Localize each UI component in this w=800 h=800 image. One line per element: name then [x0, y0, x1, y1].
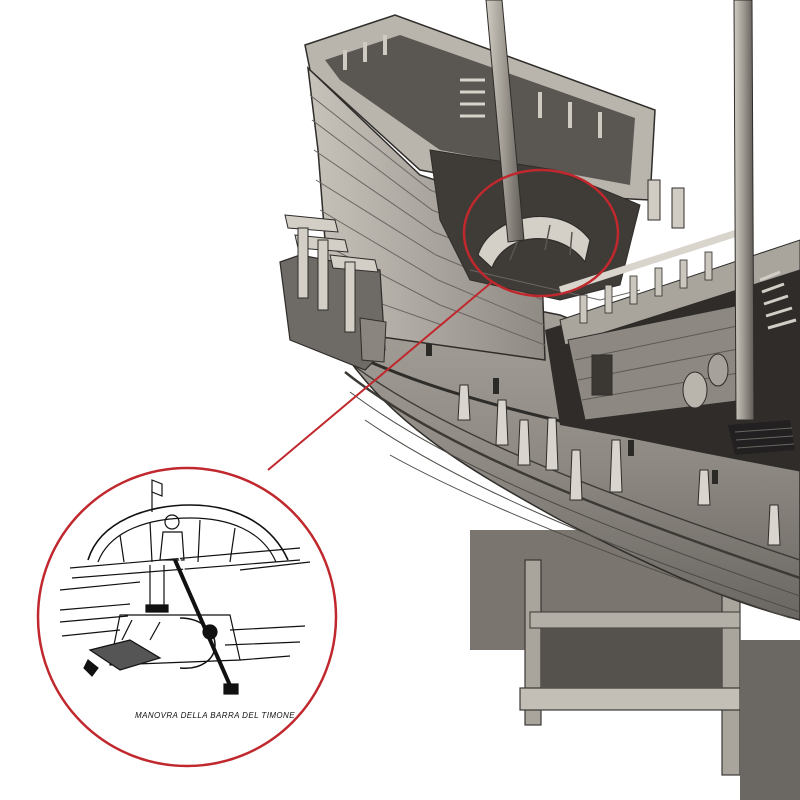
inset-caption: MANOVRA DELLA BARRA DEL TIMONE [135, 711, 295, 720]
tiller-highlight-ellipse [462, 168, 620, 298]
main-mast [733, 0, 755, 421]
inset-frame [36, 466, 338, 768]
stern-gallery [279, 214, 387, 371]
tiller-detail-inset [36, 466, 338, 768]
mizzen-mast [485, 0, 525, 243]
callout-leader-line [267, 281, 493, 471]
detail-callout [267, 168, 620, 471]
hull [329, 197, 800, 621]
